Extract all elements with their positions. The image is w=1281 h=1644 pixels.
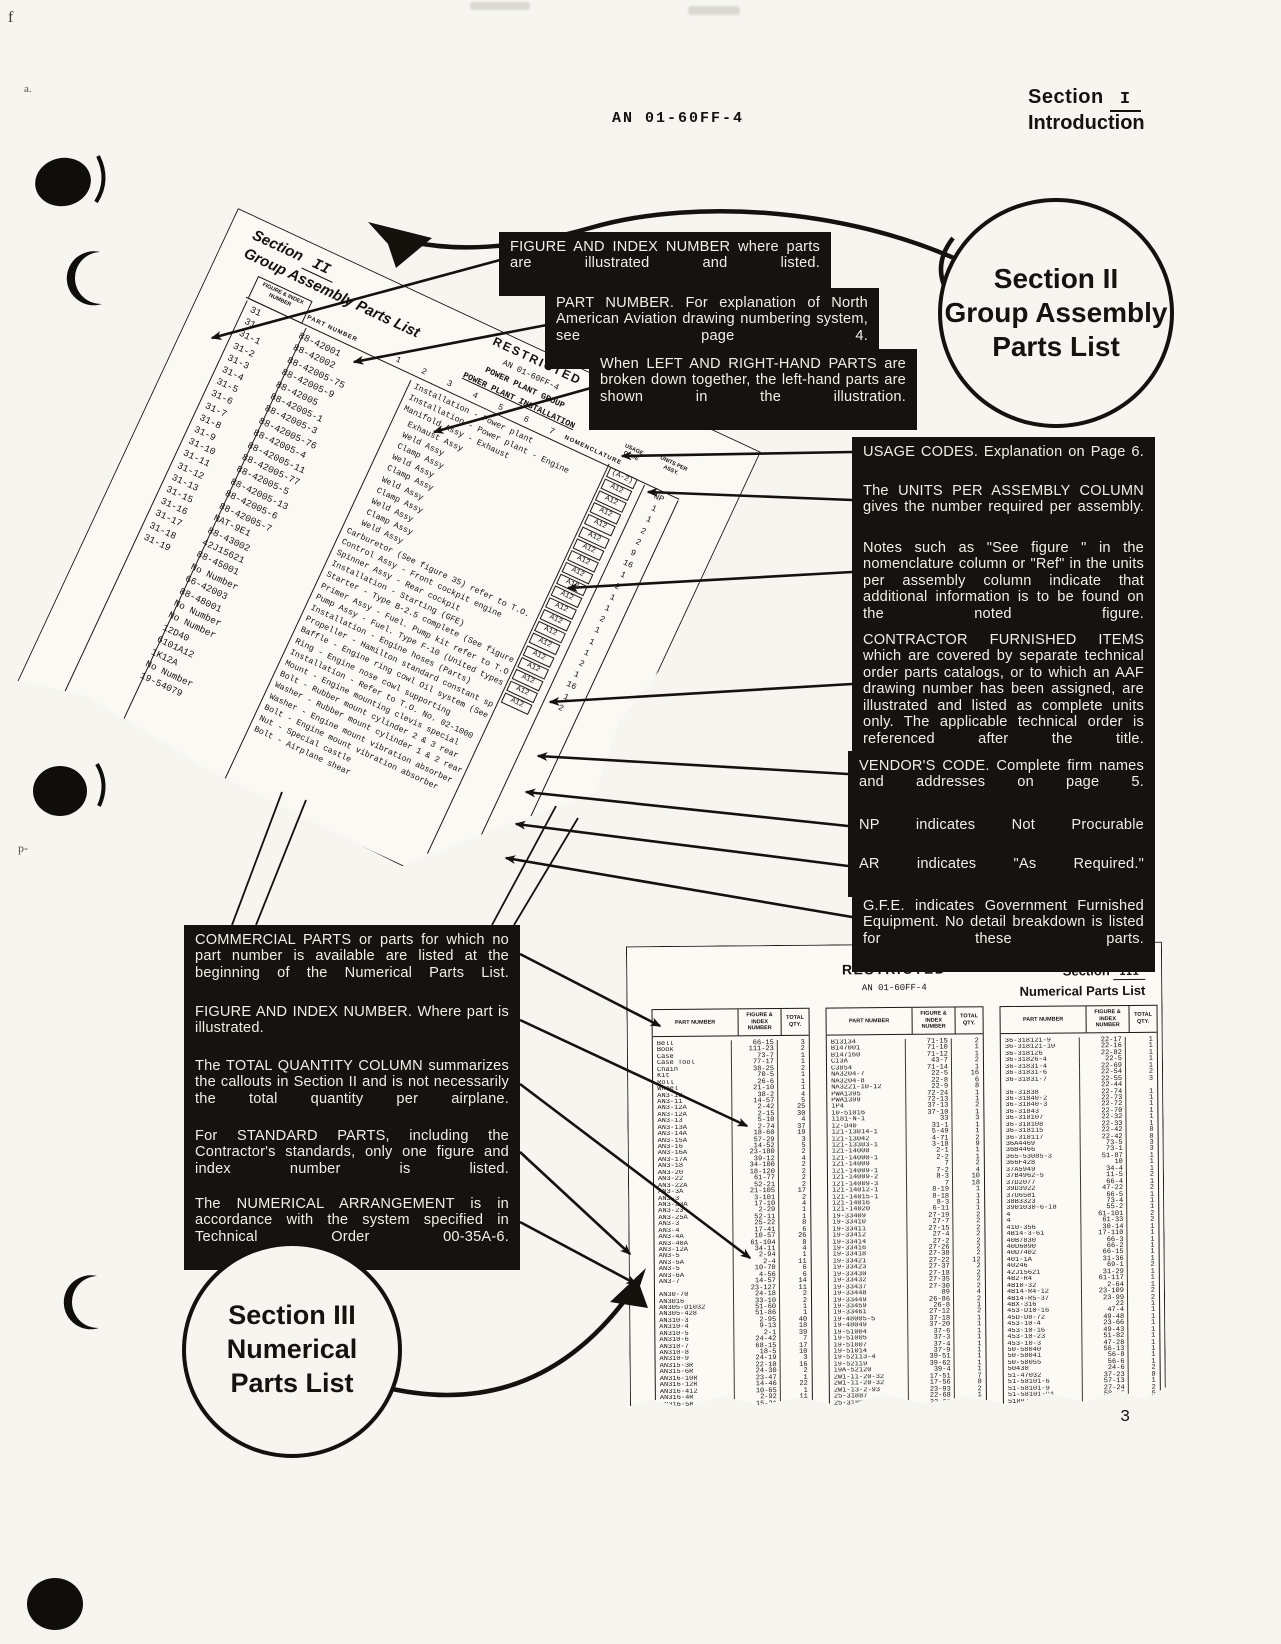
col-header-part-number: PART NUMBER xyxy=(848,1017,890,1024)
stray-mark: a. xyxy=(24,83,32,95)
section-word: Section xyxy=(1028,86,1104,108)
callout-figure-index-number-s2: FIGURE AND INDEX NUMBER where parts are … xyxy=(499,232,831,297)
part-number-cell: 51897 xyxy=(1007,1397,1029,1406)
callout-vendors-code: VENDOR'S CODE. Complete firm names and a… xyxy=(848,751,1155,816)
scan-smudge xyxy=(688,6,740,15)
callout-contractor-furnished-items: CONTRACTOR FURNISHED ITEMS which are cov… xyxy=(852,625,1155,772)
balloon3-line3: Parts List xyxy=(230,1367,354,1398)
col-header-figure-index: FIGURE & INDEX NUMBER xyxy=(1085,1006,1128,1032)
punch-hole-mark xyxy=(33,766,87,816)
col-header-figure-index: FIGURE & INDEX NUMBER xyxy=(911,1007,954,1033)
total-qty-cell xyxy=(954,1412,986,1419)
part-number-cell: 25-31810 xyxy=(833,1405,868,1413)
section-number: I xyxy=(1109,90,1141,112)
units-per-assembly-column-header: UNITS PER ASSY. xyxy=(659,455,689,477)
part-number-cell: AN316-6R xyxy=(659,1407,694,1415)
callout-ar-as-required: AR indicates "As Required." xyxy=(848,849,1155,897)
total-qty-cell: 1 xyxy=(1128,1397,1160,1404)
balloon3-line1: Section III xyxy=(228,1300,356,1331)
balloon2-line2: Group Assembly xyxy=(944,296,1168,328)
balloon2-line3: Parts List xyxy=(992,331,1120,363)
figure-index-cell: 22-66 xyxy=(908,1412,954,1419)
total-qty-cell: 7 xyxy=(780,1400,812,1407)
callout-left-right-hand-parts: When LEFT AND RIGHT-HAND PARTS are broke… xyxy=(589,349,917,430)
col-header-total-qty: TOTAL QTY. xyxy=(954,1007,982,1033)
table-header-row: PART NUMBER FIGURE & INDEX NUMBER TOTAL … xyxy=(652,1009,808,1037)
total-qty-cell: 1 xyxy=(954,1405,986,1412)
pen-mark xyxy=(94,155,106,204)
table-row: 22-66 xyxy=(830,1412,986,1420)
table-header-row: PART NUMBER FIGURE & INDEX NUMBER TOTAL … xyxy=(1000,1006,1156,1034)
sample3-doc-number: AN 01-60FF-4 xyxy=(861,982,927,994)
numerical-parts-table-2: PART NUMBER FIGURE & INDEX NUMBER TOTAL … xyxy=(825,1006,987,1420)
total-qty-cell: 2 xyxy=(780,1407,812,1414)
punch-hole-crescent xyxy=(66,251,102,306)
col-header-part-number: PART NUMBER xyxy=(1022,1016,1064,1023)
page-number: 3 xyxy=(1120,1408,1131,1427)
section3-balloon: Section III Numerical Parts List xyxy=(182,1242,402,1458)
balloon2-line1: Section II xyxy=(993,262,1119,294)
figure-index-cell: 15-21 xyxy=(734,1401,780,1408)
col-header-total-qty: TOTAL QTY. xyxy=(1128,1006,1156,1032)
doc-number: AN 01-60FF-4 xyxy=(612,110,745,127)
punch-hole-mark xyxy=(35,157,91,207)
figure-index-cell: 2-39 xyxy=(734,1407,780,1414)
col-header-figure-index: FIGURE & INDEX NUMBER xyxy=(737,1009,780,1035)
section-subtitle: Introduction xyxy=(1028,112,1145,134)
sample3-subtitle: Numerical Parts List xyxy=(1019,982,1146,999)
figure-index-cell: 22-62 xyxy=(908,1399,954,1406)
callout-units-per-assembly: The UNITS PER ASSEMBLY COLUMN gives the … xyxy=(852,476,1155,541)
table-header-row: PART NUMBER FIGURE & INDEX NUMBER TOTAL … xyxy=(826,1007,982,1035)
punch-hole-crescent xyxy=(63,1275,99,1330)
total-qty-cell: 1 xyxy=(1128,1404,1160,1411)
total-qty-cell: 1 xyxy=(954,1399,986,1406)
callout-commercial-parts: COMMERCIAL PARTS or parts for which no p… xyxy=(184,925,520,1006)
balloon2-arrowhead xyxy=(368,222,432,268)
part-number-cell: 52-13071 xyxy=(1007,1404,1042,1412)
punch-hole-mark xyxy=(27,1578,83,1630)
callout-total-quantity-column: The TOTAL QUANTITY COLUMN summarizes the… xyxy=(184,1051,520,1132)
section3-sample-page: RESTRICTED AN 01-60FF-4 Section III Nume… xyxy=(626,942,1166,1421)
stray-mark: p- xyxy=(18,841,28,855)
balloon3-tail xyxy=(371,1294,630,1398)
scan-smudge xyxy=(470,2,530,10)
figure-index-cell: 22-67 xyxy=(908,1405,954,1412)
callout-gfe: G.F.E. indicates Government Furnished Eq… xyxy=(852,891,1155,972)
part-number-cell: AN316-5R xyxy=(659,1400,694,1409)
balloon3-line2: Numerical xyxy=(226,1334,358,1365)
stray-mark: f xyxy=(8,9,14,26)
callout-figure-index-number-s3: FIGURE AND INDEX NUMBER. Where part is i… xyxy=(184,997,520,1062)
part-number-cell xyxy=(830,1412,908,1419)
pen-mark xyxy=(95,762,106,807)
callout-standard-parts: For STANDARD PARTS, including the Contra… xyxy=(184,1121,520,1202)
numerical-parts-table-3: PART NUMBER FIGURE & INDEX NUMBER TOTAL … xyxy=(999,1005,1161,1413)
figure-index-cell: 26-26 xyxy=(1082,1397,1128,1404)
section-header: Section I xyxy=(1028,86,1141,112)
section2-balloon: Section II Group Assembly Parts List xyxy=(938,198,1174,428)
col-header-total-qty: TOTAL QTY. xyxy=(780,1009,808,1035)
numerical-parts-table-1: PART NUMBER FIGURE & INDEX NUMBER TOTAL … xyxy=(651,1008,813,1416)
col-header-part-number: PART NUMBER xyxy=(674,1019,716,1026)
